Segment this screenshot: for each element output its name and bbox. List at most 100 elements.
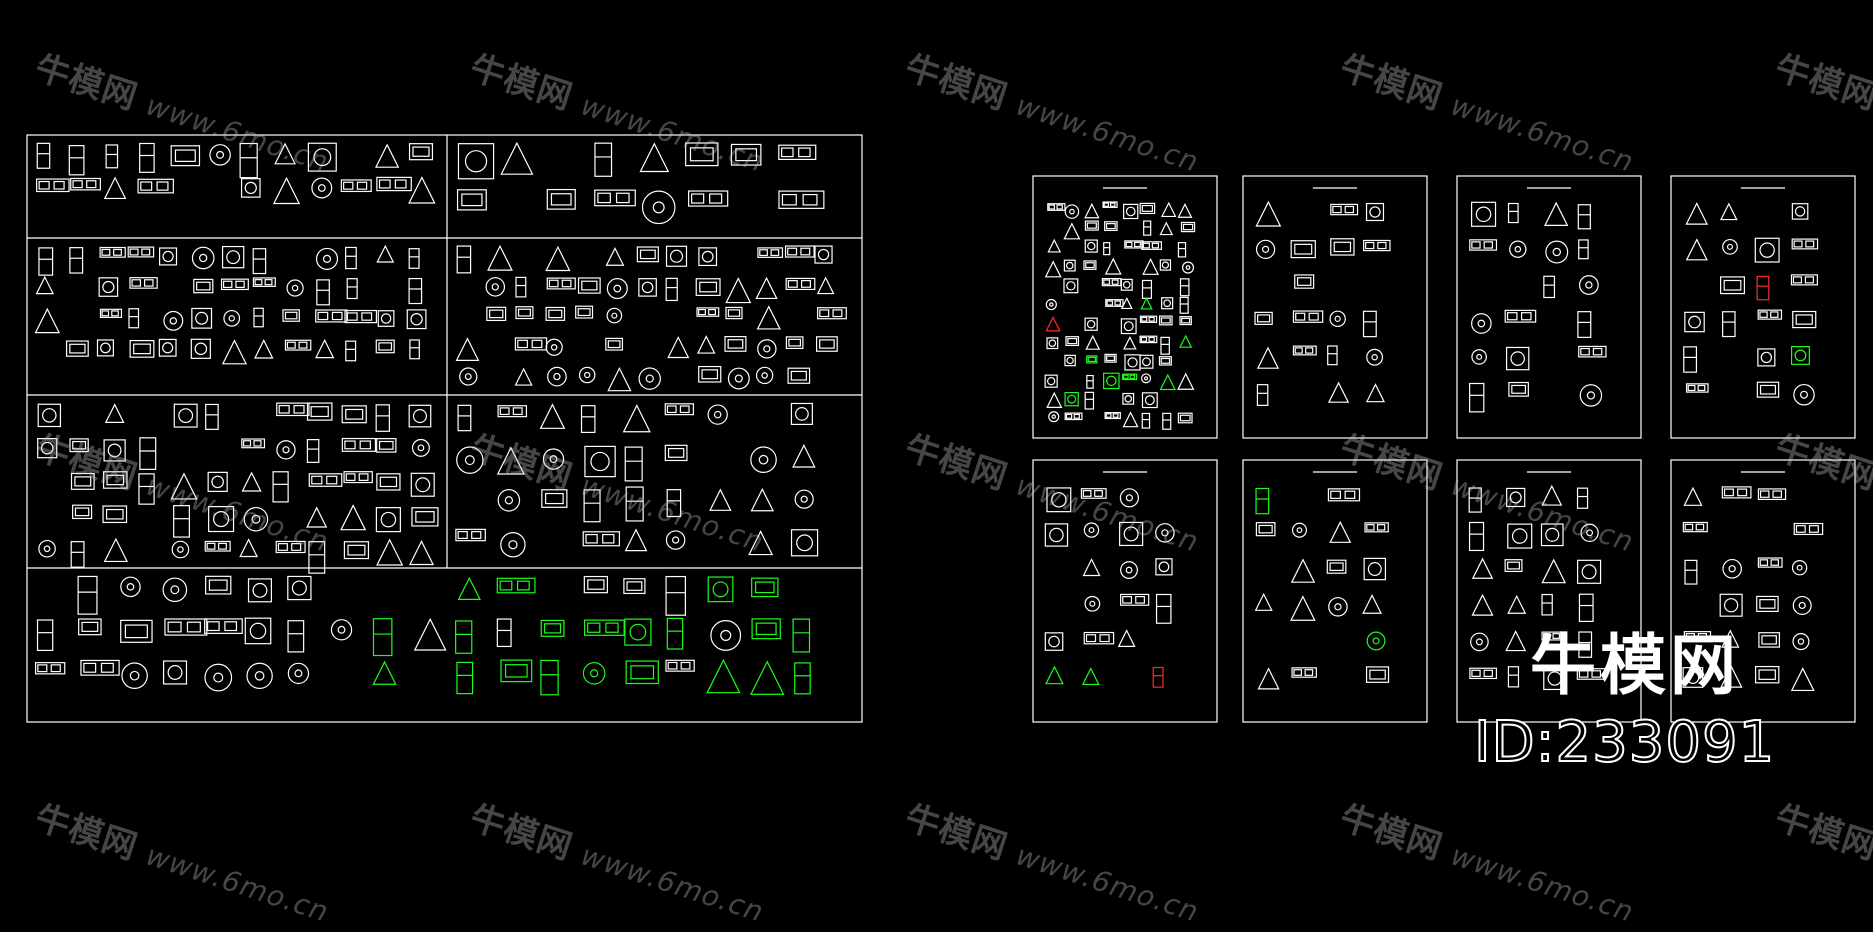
cad-shape <box>102 471 128 489</box>
cad-shape <box>1181 317 1191 324</box>
cad-shape <box>1047 203 1066 211</box>
cad-shape <box>727 339 744 349</box>
cad-circle <box>40 441 54 455</box>
cad-circle <box>1510 351 1525 366</box>
cad-shape <box>129 339 155 358</box>
cad-shape <box>378 179 391 189</box>
cad-shape <box>727 309 741 317</box>
cad-path <box>1117 629 1136 647</box>
cad-shape <box>1592 347 1603 356</box>
cad-shape <box>1254 311 1273 325</box>
cad-shape <box>204 540 231 552</box>
cad-path <box>306 506 328 528</box>
cad-shape <box>790 370 807 381</box>
cad-path <box>457 576 481 601</box>
cad-shape <box>137 178 174 194</box>
cad-shape <box>275 540 306 554</box>
cad-path <box>315 338 335 359</box>
cad-circle <box>1051 414 1056 419</box>
cad-circle <box>1371 354 1378 361</box>
cad-shape <box>1159 315 1173 326</box>
cad-shape <box>344 309 378 324</box>
cad-circle <box>613 284 622 293</box>
cad-shape <box>1139 315 1158 323</box>
cad-path <box>605 247 625 266</box>
cad-circle <box>550 344 558 351</box>
cad-shape <box>1161 297 1174 310</box>
cad-path <box>1544 201 1569 226</box>
cad-shape <box>242 440 252 447</box>
cad-path <box>496 446 525 475</box>
cad-circle <box>1046 376 1056 386</box>
cad-shape <box>1507 523 1533 549</box>
cad-shape <box>755 622 777 636</box>
cad-path <box>1140 297 1153 310</box>
cad-circle <box>1796 564 1803 571</box>
cad-circle <box>129 670 140 681</box>
cad-circle <box>1585 281 1593 289</box>
cad-shape <box>129 248 139 256</box>
cad-shape <box>376 438 397 453</box>
cad-path <box>514 367 533 386</box>
cad-circle <box>1579 384 1603 407</box>
cad-shape <box>1684 523 1694 531</box>
cad-shape <box>412 146 430 157</box>
cad-shape <box>1111 279 1119 285</box>
cad-shape <box>699 281 718 293</box>
cad-circle <box>665 530 686 550</box>
cad-path <box>1362 594 1383 614</box>
cad-shape <box>1141 204 1154 212</box>
cad-shape <box>664 403 694 416</box>
cad-shape <box>77 575 98 615</box>
cad-shape <box>1366 524 1375 531</box>
cad-circle <box>1122 280 1131 289</box>
cad-shape <box>311 475 323 485</box>
cad-circle <box>167 665 183 680</box>
cad-shape <box>306 402 333 421</box>
cad-shape <box>665 245 688 267</box>
cad-shape <box>1084 391 1095 410</box>
cad-shape <box>343 541 370 560</box>
cad-circle <box>1065 261 1074 270</box>
cad-shape <box>306 439 320 463</box>
cad-path <box>103 537 129 563</box>
cad-path <box>750 660 785 695</box>
cad-circle <box>412 409 428 424</box>
cad-circle <box>177 546 184 553</box>
cad-shape <box>276 402 310 417</box>
cad-shape <box>1120 318 1137 335</box>
cad-shape <box>74 507 90 517</box>
cad-circle <box>1800 390 1809 399</box>
cad-shape <box>224 621 238 632</box>
cad-shape <box>128 308 140 329</box>
detail-sheet-frame <box>1670 175 1856 439</box>
cad-shape <box>605 622 619 633</box>
cad-circle <box>1794 349 1807 362</box>
cad-shape <box>784 245 815 258</box>
cad-shape <box>457 531 468 540</box>
cad-shape <box>1086 374 1094 389</box>
cad-shape <box>455 528 486 542</box>
cad-shape <box>499 407 510 416</box>
cad-circle <box>491 283 499 291</box>
cad-shape <box>1504 559 1523 573</box>
cad-shape <box>1255 487 1270 515</box>
cad-shape <box>1139 335 1158 344</box>
cad-shape <box>636 246 659 263</box>
cad-shape <box>1577 204 1591 230</box>
cad-circle <box>1509 240 1527 258</box>
cad-path <box>1329 520 1352 543</box>
cad-circle <box>1798 601 1806 610</box>
cad-circle <box>1158 561 1170 573</box>
cad-shape <box>815 336 838 352</box>
cad-shape <box>1160 317 1171 324</box>
cad-shape <box>1103 279 1111 285</box>
cad-shape <box>408 277 423 305</box>
cad-shape <box>208 506 235 533</box>
cad-shape <box>597 192 611 204</box>
cad-shape <box>298 341 308 349</box>
cad-circle <box>1123 526 1139 542</box>
cad-circle <box>1144 395 1155 406</box>
cad-circle <box>195 311 209 325</box>
cad-shape <box>144 279 154 287</box>
